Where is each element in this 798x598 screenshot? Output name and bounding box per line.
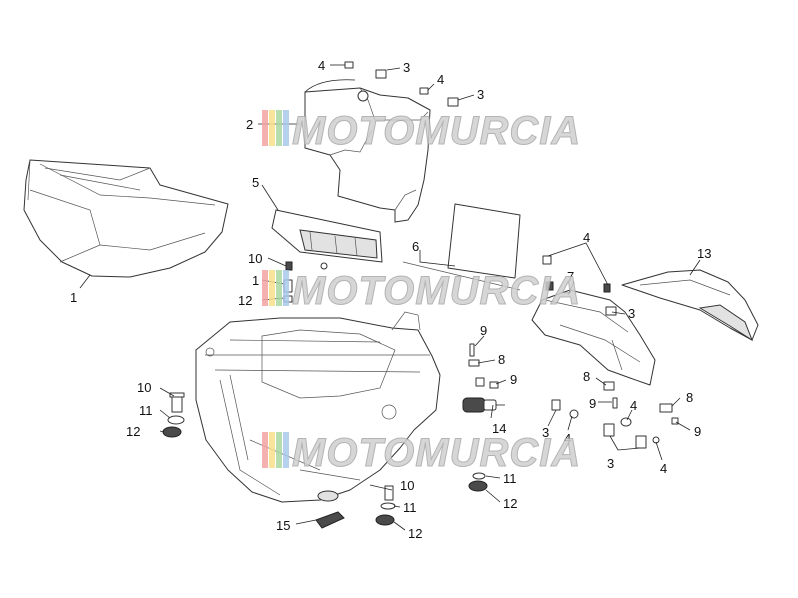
part-6-panel xyxy=(402,203,521,291)
part-14-socket xyxy=(462,397,505,413)
callout-3: 3 xyxy=(607,456,614,471)
watermark-stripe xyxy=(262,270,268,306)
callout-15: 15 xyxy=(276,518,290,533)
callout-13: 13 xyxy=(697,246,711,261)
callout-11: 11 xyxy=(139,403,153,418)
callout-9: 9 xyxy=(480,323,487,338)
callout-10: 10 xyxy=(248,251,262,266)
watermark-stripe xyxy=(269,110,275,146)
hardware-right xyxy=(468,472,488,492)
callout-12: 12 xyxy=(408,526,422,541)
watermark-stripe xyxy=(276,432,282,468)
callout-10: 10 xyxy=(137,380,151,395)
watermark-stripe xyxy=(276,110,282,146)
callout-2: 2 xyxy=(246,117,253,132)
callout-3: 3 xyxy=(628,306,635,321)
callout-9: 9 xyxy=(589,396,596,411)
watermark-text: MOTOMURCIA xyxy=(292,269,581,313)
watermark-stripe xyxy=(283,110,289,146)
watermark-stripe xyxy=(262,110,268,146)
callout-4: 4 xyxy=(318,58,325,73)
part-5-storage-tray xyxy=(271,209,383,263)
main-frame-body xyxy=(195,311,441,503)
callout-12: 12 xyxy=(503,496,517,511)
watermark-stripe xyxy=(269,432,275,468)
watermark-stripe xyxy=(262,432,268,468)
callout-labels: 1 2 3 3 3 3 3 4 4 4 4 4 4 5 6 7 8 8 8 9 … xyxy=(70,58,711,541)
watermark-stripe xyxy=(269,270,275,306)
callout-9: 9 xyxy=(694,424,701,439)
callout-10: 10 xyxy=(400,478,414,493)
watermark-stripe xyxy=(283,270,289,306)
watermark-stripe xyxy=(283,432,289,468)
callout-4: 4 xyxy=(564,431,571,446)
callout-8: 8 xyxy=(498,352,505,367)
callout-11: 11 xyxy=(503,471,517,486)
callout-6: 6 xyxy=(412,239,419,254)
callout-8: 8 xyxy=(583,369,590,384)
callout-3: 3 xyxy=(477,87,484,102)
callout-4: 4 xyxy=(583,230,590,245)
callout-4: 4 xyxy=(630,398,637,413)
part-2-rear-panel xyxy=(304,79,431,223)
callout-3: 3 xyxy=(403,60,410,75)
watermark-text: MOTOMURCIA xyxy=(292,109,581,153)
callout-14: 14 xyxy=(492,421,506,436)
part-1-front-cover xyxy=(23,159,229,278)
callout-7: 7 xyxy=(567,269,574,284)
callout-12: 12 xyxy=(126,424,140,439)
hardware-fasteners xyxy=(344,61,679,449)
watermark-text: MOTOMURCIA xyxy=(292,431,581,475)
callout-4: 4 xyxy=(660,461,667,476)
watermark-logo: MOTOMURCIA MOTOMURCIA MOTOMURCIA xyxy=(262,109,581,476)
watermark-stripe xyxy=(276,270,282,306)
part-13-fender xyxy=(621,269,759,342)
callout-1: 1 xyxy=(252,273,259,288)
callout-5: 5 xyxy=(252,175,259,190)
callout-4: 4 xyxy=(437,72,444,87)
callout-8: 8 xyxy=(686,390,693,405)
callout-3: 3 xyxy=(542,425,549,440)
part-15-grommet xyxy=(315,511,345,529)
callout-11: 11 xyxy=(403,500,417,515)
callout-12: 12 xyxy=(238,293,252,308)
hardware-bottom xyxy=(375,485,396,526)
callout-9: 9 xyxy=(510,372,517,387)
callout-1: 1 xyxy=(70,290,77,305)
